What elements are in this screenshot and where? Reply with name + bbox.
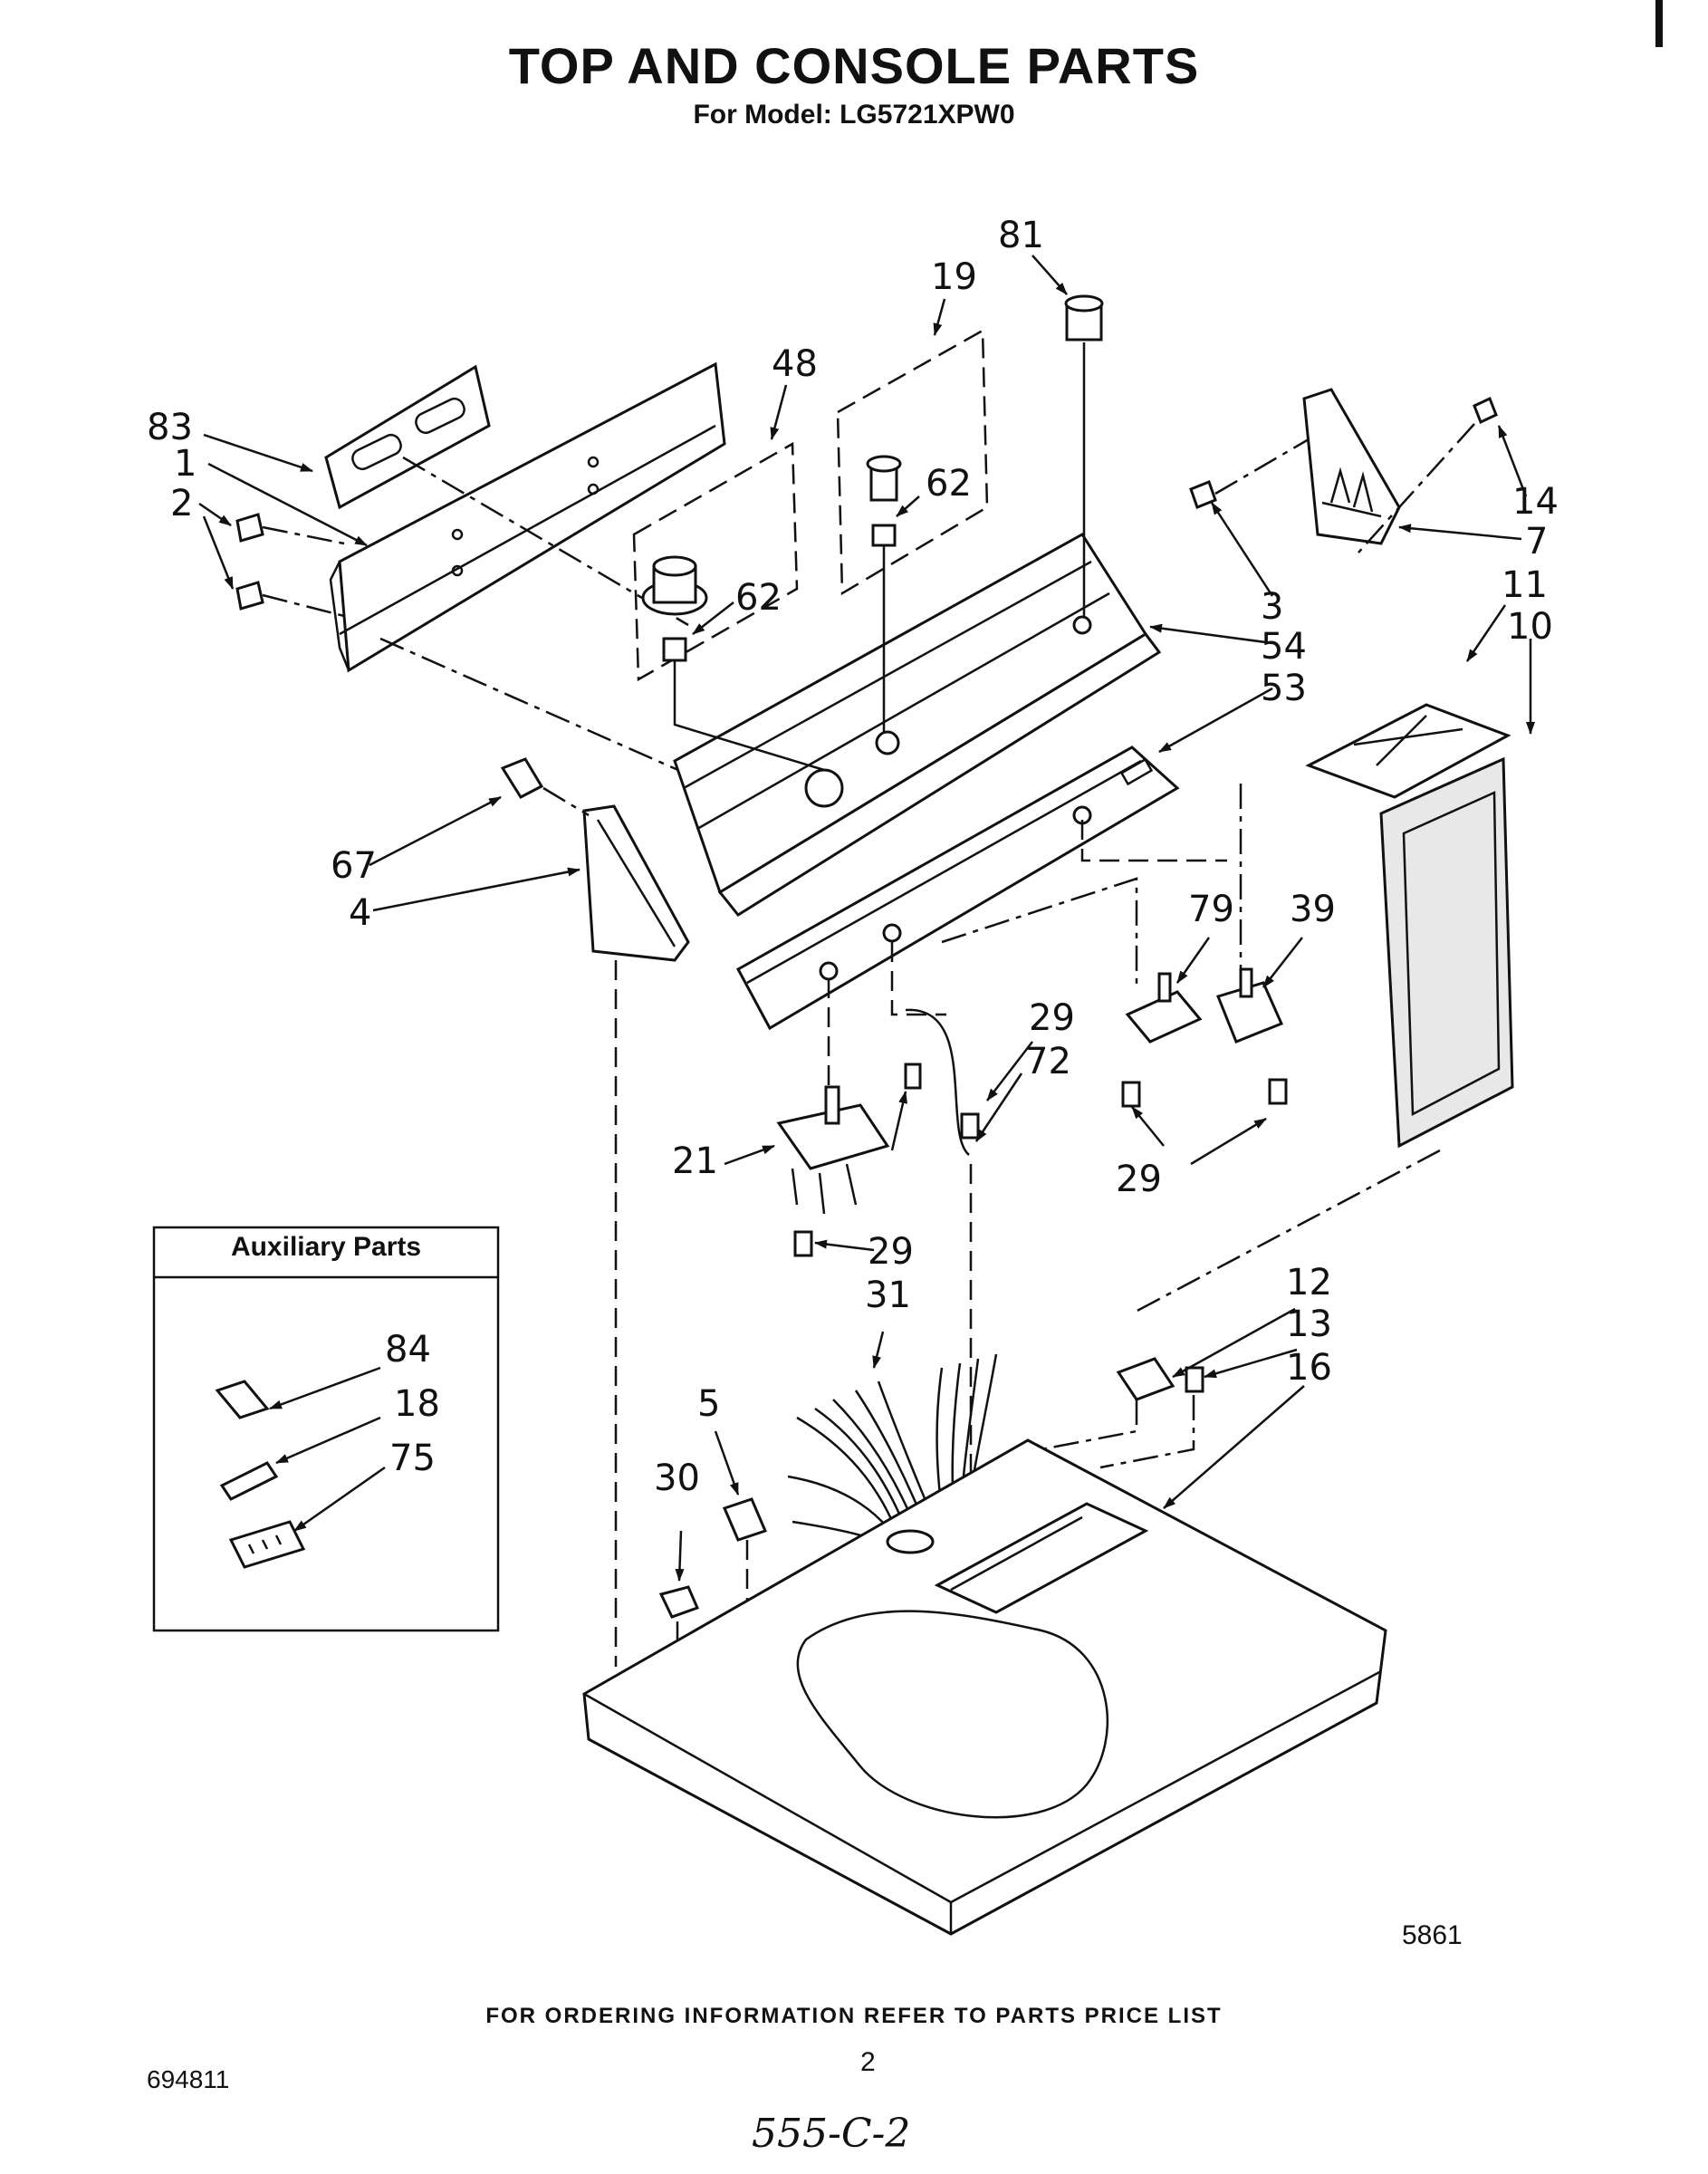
callout-14: 14 [1512,481,1559,523]
callout-39: 39 [1290,889,1336,930]
part-screw-29-wire [960,1112,980,1140]
callout-16: 16 [1286,1347,1332,1389]
auxiliary-parts-title: Auxiliary Parts [230,1232,422,1262]
part-terminal-84 [215,1380,270,1419]
part-screw-29-timer [793,1230,813,1257]
part-terminal-18 [219,1461,279,1501]
group-box-19 [836,328,989,596]
callout-30: 30 [654,1457,700,1499]
auxiliary-parts-box [152,1226,500,1632]
callout-18: 18 [394,1383,440,1425]
drawing-code: 5861 [1402,1920,1463,1950]
callout-75: 75 [389,1438,436,1479]
part-screws-2 [235,513,264,611]
callout-29-upper: 29 [1029,997,1075,1039]
part-end-cap-4 [582,804,690,962]
callout-53: 53 [1261,668,1307,709]
callout-62-upper: 62 [926,463,972,505]
handwritten-note: 555-C-2 [752,2111,911,2157]
part-knob-assembly-48 [641,555,708,662]
part-control-panel-53 [735,746,1180,1031]
part-clip-67 [500,757,544,799]
callout-81: 81 [998,215,1044,256]
callout-21: 21 [672,1140,718,1182]
part-lint-cover-11 [1305,703,1511,799]
part-lint-filter-10 [1379,756,1514,1149]
callout-7: 7 [1525,521,1549,563]
part-knob-81 [1064,294,1104,341]
callout-19: 19 [931,256,977,298]
callout-10: 10 [1507,606,1553,648]
callout-54: 54 [1261,626,1307,668]
callout-29-lower: 29 [868,1231,914,1273]
callout-3: 3 [1261,586,1284,628]
callout-5: 5 [697,1383,721,1425]
callout-29-right: 29 [1116,1159,1162,1200]
callout-11: 11 [1502,564,1548,606]
callout-48: 48 [772,343,818,385]
page-title: TOP AND CONSOLE PARTS [508,37,1200,94]
part-switch-39 [1215,967,1284,1044]
part-console-54 [673,533,1162,917]
part-knob-19 [866,455,902,547]
page-number: 2 [860,2047,876,2077]
callout-67: 67 [331,845,377,887]
part-timer-21 [776,1085,890,1215]
callout-62-lower: 62 [735,577,782,619]
callout-2: 2 [170,483,194,524]
part-end-cap-7 [1302,388,1401,545]
callout-84: 84 [385,1329,431,1371]
document-number: 694811 [147,2065,230,2093]
part-screw-13 [1185,1366,1204,1393]
part-screw-3 [1189,480,1217,509]
part-screw-29-mid [904,1063,922,1090]
callout-1: 1 [174,443,197,485]
model-subtitle: For Model: LG5721XPW0 [693,100,1015,130]
part-clip-30 [658,1585,700,1619]
part-connector-75 [228,1520,306,1569]
callout-12: 12 [1286,1262,1332,1303]
part-latch-12 [1116,1357,1175,1401]
part-switch-79 [1125,972,1203,1044]
part-clip-5 [722,1497,768,1542]
part-screw-29-right [1121,1078,1288,1108]
callout-leaders [198,255,1535,1582]
callout-4: 4 [349,892,372,934]
ordering-note: FOR ORDERING INFORMATION REFER TO PARTS … [485,2004,1223,2028]
callout-72: 72 [1025,1041,1071,1082]
part-bracket-83 [324,364,491,510]
part-top-panel-16 [582,1438,1387,1936]
group-box-48 [632,441,799,682]
callout-13: 13 [1286,1303,1332,1345]
callout-31: 31 [865,1275,911,1316]
callout-79: 79 [1188,889,1234,930]
part-screw-14 [1473,396,1498,425]
callout-83: 83 [147,407,193,448]
part-ground-wire-72 [905,1008,970,1156]
edge-mark [1655,0,1663,47]
